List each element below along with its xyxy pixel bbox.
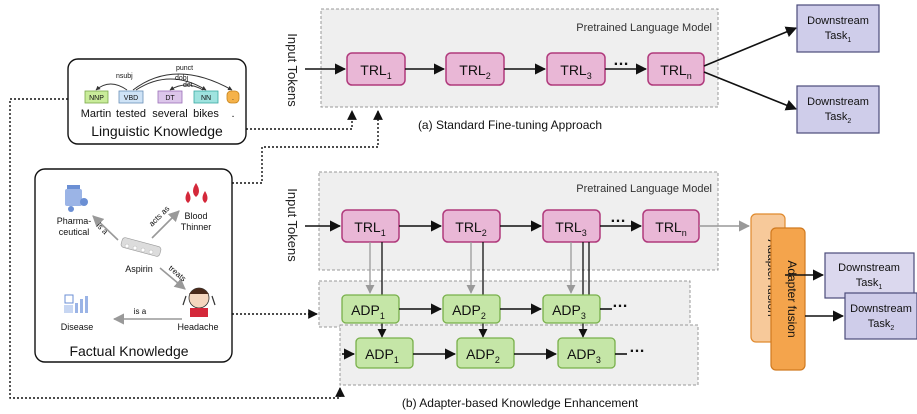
pos-tag-nn-label: NN	[201, 95, 211, 102]
pos-tag-vbd	[118, 90, 144, 104]
arc-nsubj-label: nsubj	[116, 73, 133, 80]
downstream-task-b-1	[824, 252, 915, 299]
adp-label-front-1: ADP1	[365, 346, 399, 365]
trl-row-a: TRL1 TRL2 TRL3 … TRLn	[305, 52, 705, 86]
trl-block-a-n	[647, 52, 705, 86]
task-arrow-a-2	[703, 71, 798, 111]
arc-det-label: det	[183, 82, 193, 89]
pos-tag-nn	[193, 90, 219, 104]
adp-row-back: ADP1 ADP2 ADP3 …	[341, 294, 628, 324]
linguistic-knowledge-box	[67, 58, 247, 145]
blood-drops-icon	[185, 183, 208, 203]
arc-punct-label: punct	[176, 65, 193, 72]
trl-row-b: TRL1 TRL2 TRL3 … TRLn	[305, 209, 700, 243]
relation-arrow-is-a-1	[92, 215, 119, 241]
ellipsis-b-trl: …	[610, 209, 626, 226]
dependency-parse: nsubj punct dobj det NNP VBD DT NN . Mar…	[81, 65, 240, 120]
adp-label-front-2: ADP2	[466, 346, 500, 365]
entity-label-line: ceutical	[59, 227, 90, 237]
word-tested: tested	[116, 108, 146, 120]
pos-tag-punct-label: .	[232, 95, 234, 102]
factual-to-plm-a-connector	[232, 110, 383, 184]
pos-tag-dt	[157, 90, 183, 104]
pos-tag-nnp-label: NNP	[89, 95, 104, 102]
trl-label-a-n: TRLn	[660, 62, 691, 81]
arc-dobj-label: dobj	[175, 75, 189, 82]
trl-label-a-2: TRL2	[459, 62, 490, 81]
arc-det	[169, 84, 204, 91]
entity-aspirin: Aspirin	[125, 264, 153, 274]
headache-person-icon	[182, 287, 216, 317]
ellipsis-a: …	[613, 52, 629, 69]
trl-label-b-n: TRLn	[655, 219, 686, 238]
plm-label-b: Pretrained Language Model	[576, 183, 712, 195]
trl-label-b-1: TRL1	[354, 219, 385, 238]
caption-b: (b) Adapter-based Knowledge Enhancement	[402, 396, 639, 410]
downstream-task-b-2	[844, 292, 917, 340]
downstream-task-a-2	[796, 85, 880, 134]
input-tokens-label-b: Input Tokens	[285, 188, 300, 262]
relation-arrow-acts-as	[151, 210, 180, 239]
linguistic-to-plm-a-connector	[246, 110, 357, 130]
adp-block-front-3	[557, 337, 616, 369]
relation-arrow-treats	[159, 267, 186, 290]
word-martin: Martin	[81, 108, 112, 120]
ellipsis-b-adp-back: …	[612, 294, 628, 311]
adapter-fusion-front-label: Adapter fusion	[785, 260, 799, 337]
plm-label-a: Pretrained Language Model	[576, 22, 712, 34]
relation-is-a-2: is a	[134, 307, 147, 316]
entity-pharmaceutical: Pharma-ceutical	[57, 216, 92, 237]
word-period: .	[231, 108, 234, 120]
trl-label-a-3: TRL3	[560, 62, 591, 81]
arc-dobj	[135, 78, 207, 91]
entity-disease: Disease	[61, 322, 94, 332]
pos-tag-dt-label: DT	[165, 95, 175, 102]
adp-label-back-1: ADP1	[351, 302, 385, 321]
trl-label-b-3: TRL3	[555, 219, 586, 238]
arc-nsubj	[95, 83, 128, 91]
aspirin-pack-icon	[120, 237, 162, 257]
word-bikes: bikes	[193, 108, 219, 120]
ellipsis-b-adp-front: …	[629, 339, 645, 356]
adp-label-front-3: ADP3	[567, 346, 601, 365]
adp-label-back-2: ADP2	[452, 302, 486, 321]
trl-label-b-2: TRL2	[455, 219, 486, 238]
adp-label-back-3: ADP3	[552, 302, 586, 321]
input-tokens-label-a: Input Tokens	[285, 33, 300, 107]
pos-tag-nnp	[84, 90, 109, 104]
linguistic-to-adapter-connector	[9, 98, 345, 399]
entity-headache: Headache	[177, 322, 218, 332]
pill-bottle-icon	[65, 185, 88, 212]
disease-chart-icon	[64, 294, 88, 313]
linguistic-knowledge-title: Linguistic Knowledge	[91, 123, 223, 139]
pos-tag-vbd-label: VBD	[124, 95, 138, 102]
downstream-task-a-1	[796, 4, 880, 53]
caption-a: (a) Standard Fine-tuning Approach	[418, 118, 602, 132]
word-several: several	[152, 108, 187, 120]
adp-block-front-2	[456, 337, 515, 369]
task-arrow-a-1	[703, 26, 798, 67]
pos-tag-punct	[226, 90, 240, 104]
factual-knowledge-box	[34, 168, 233, 363]
adp-block-front-1	[355, 337, 414, 369]
factual-knowledge-title: Factual Knowledge	[69, 343, 188, 359]
adapter-fusion-front	[770, 227, 806, 371]
trl-label-a-1: TRL1	[360, 62, 391, 81]
arc-punct	[132, 73, 233, 91]
adp-row-front: ADP1 ADP2 ADP3 …	[342, 337, 645, 369]
entity-label-line: Thinner	[181, 222, 212, 232]
